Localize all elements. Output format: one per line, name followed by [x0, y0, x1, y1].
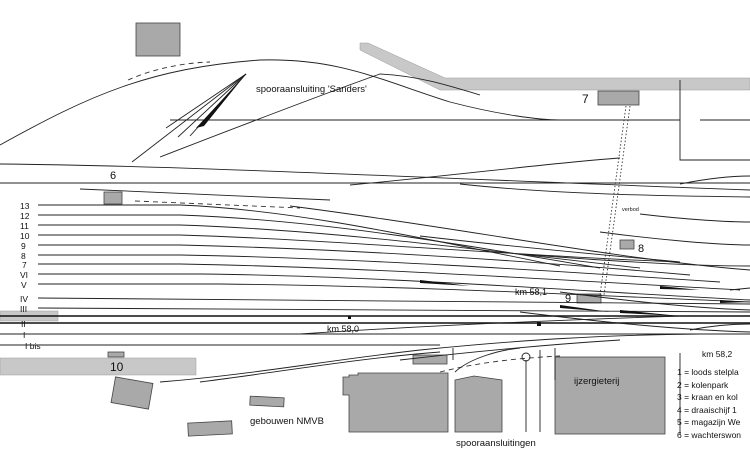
label-small-note: verbod	[622, 207, 639, 213]
number-6: 6	[110, 170, 116, 182]
label-km-58-2: km 58,2	[702, 349, 733, 359]
track-label-13: 13	[20, 201, 30, 211]
track-labels: 13 12 11 10 9 8 7 VI V IV III II I I bis	[20, 201, 41, 351]
main-lines	[0, 280, 750, 346]
legend-item-5: 5 = magazijn We	[677, 417, 741, 427]
label-foundry: ijzergieterij	[574, 376, 619, 387]
label-km-58-0: km 58,0	[327, 324, 359, 334]
label-km-58-1: km 58,1	[515, 287, 547, 297]
siding-fan	[131, 73, 247, 163]
number-7: 7	[582, 92, 589, 106]
legend: 1 = loods stelpla 2 = kolenpark 3 = kraa…	[677, 367, 741, 440]
track-label-II: II	[21, 319, 26, 329]
building-siding	[454, 375, 503, 433]
track-label-9: 9	[21, 241, 26, 251]
building-nmvb-3	[187, 420, 233, 437]
legend-item-2: 2 = kolenpark	[677, 380, 729, 390]
track-label-I: I	[23, 330, 25, 340]
building-10	[107, 351, 125, 358]
number-9: 9	[565, 293, 571, 305]
building-6	[103, 191, 123, 205]
track-band-d	[459, 183, 750, 198]
track-band-e	[679, 175, 750, 185]
track-band-c	[349, 157, 621, 186]
track-label-VI: VI	[20, 270, 28, 280]
legend-item-4: 4 = draaischijf 1	[677, 405, 737, 415]
legend-item-6: 6 = wachterswon	[677, 430, 741, 440]
platform-left-lower	[0, 357, 197, 376]
label-siding-sanders: spooraansluiting 'Sanders'	[256, 84, 367, 95]
track-label-7: 7	[22, 260, 27, 270]
dotted-link-7-9	[603, 105, 631, 296]
yard-tracks	[38, 204, 750, 303]
track-label-10: 10	[20, 231, 30, 241]
track-label-Ibis: I bis	[25, 341, 41, 351]
building-nmvb-1	[110, 376, 154, 410]
number-8: 8	[638, 243, 644, 255]
building-8	[619, 239, 635, 250]
building-nmvb-2	[249, 395, 285, 408]
track-top-arc-inner	[159, 73, 481, 158]
label-buildings-nmvb: gebouwen NMVB	[250, 416, 324, 427]
track-top-dashed	[127, 61, 211, 81]
building-7	[597, 90, 640, 106]
dash-under-6	[134, 200, 301, 209]
track-top-long-arc	[0, 59, 561, 146]
legend-item-1: 1 = loods stelpla	[677, 367, 739, 377]
number-10: 10	[110, 360, 124, 374]
label-sidings: spooraansluitingen	[456, 438, 536, 449]
building-foundry	[554, 356, 666, 435]
track-label-IV: IV	[20, 294, 28, 304]
legend-item-3: 3 = kraan en kol	[677, 392, 738, 402]
track-label-11: 11	[20, 221, 29, 231]
track-under-6	[79, 188, 331, 201]
track-band-b	[0, 163, 750, 191]
lower-sidings	[159, 333, 701, 434]
track-label-V: V	[21, 280, 27, 290]
track-label-8: 8	[21, 251, 26, 261]
dotted-link-7-9-b	[599, 105, 627, 296]
track-label-12: 12	[20, 211, 30, 221]
platform-top-right	[359, 42, 750, 91]
building-top-left	[135, 22, 181, 57]
building-large-centre	[342, 372, 449, 433]
track-top-right-frame	[679, 80, 750, 161]
track-label-III: III	[20, 304, 27, 314]
building-small-centre	[412, 354, 448, 365]
